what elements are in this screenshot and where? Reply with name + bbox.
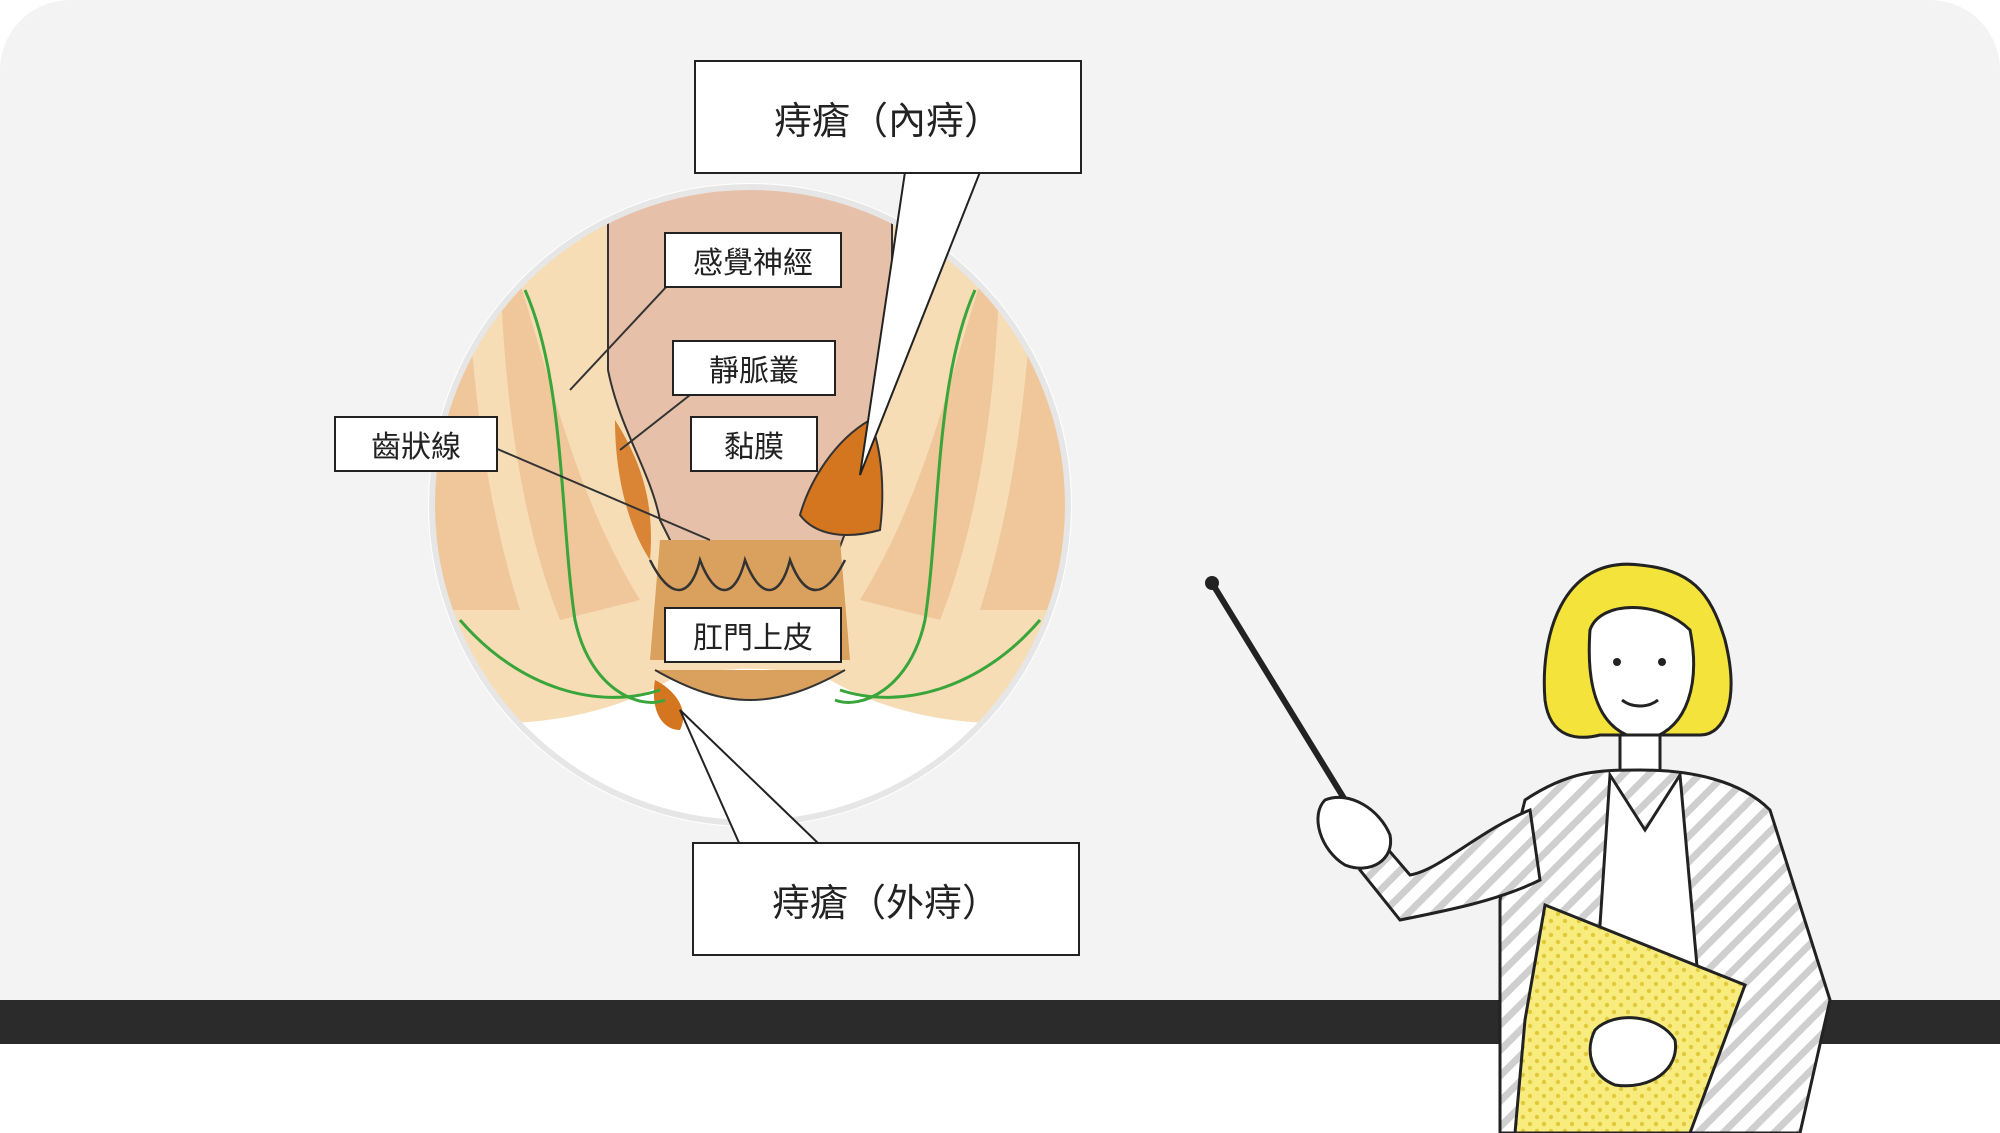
label-mucosa: 黏膜: [690, 416, 818, 472]
presenter-arm: [1358, 807, 1542, 922]
presenter-eye-right: [1658, 658, 1666, 666]
label-internal-hemorrhoid: 痔瘡（內痔）: [694, 60, 1082, 174]
presenter-eye-left: [1613, 658, 1621, 666]
label-anal-epithelium: 肛門上皮: [664, 607, 842, 663]
pointer-tip: [1205, 576, 1219, 590]
leader-sensory-nerve: [569, 284, 669, 391]
label-dentate-line: 齒狀線: [334, 416, 498, 472]
leader-venous-plexus: [619, 394, 691, 451]
nerve-lower-left: [458, 619, 661, 699]
presenter-hand: [1316, 795, 1393, 870]
presenter-neck: [1618, 733, 1662, 777]
presenter-face: [1587, 606, 1696, 742]
internal-hemorrhoid: [798, 418, 884, 536]
leader-dentate-line: [494, 447, 711, 541]
nerve-lower-right: [839, 619, 1042, 699]
pointer-stick: [1209, 580, 1348, 803]
external-hemorrhoid: [653, 680, 684, 730]
label-venous-plexus: 靜脈叢: [672, 340, 836, 396]
right-sphincter: [860, 230, 1000, 620]
label-external-hemorrhoid: 痔瘡（外痔）: [692, 842, 1080, 956]
presenter-hand-holding: [1588, 1016, 1678, 1088]
left-sphincter: [500, 230, 640, 620]
presenter-mouth: [1621, 698, 1659, 708]
presenter-illustration: [1205, 562, 1832, 1133]
anal-verge: [654, 669, 846, 702]
venous-plexus-left: [615, 420, 651, 560]
dentate-line-shape: [648, 555, 847, 592]
label-sensory-nerve: 感覺神經: [664, 232, 842, 288]
